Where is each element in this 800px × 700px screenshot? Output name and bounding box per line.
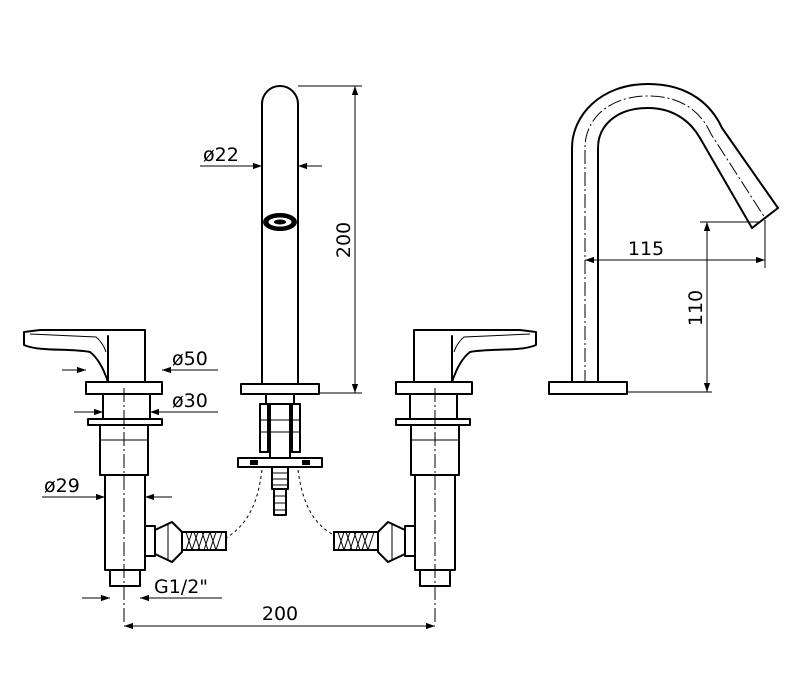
spout-front-view	[237, 85, 323, 516]
dim-handle-spacing-label: 200	[262, 603, 298, 625]
dim-spout-clearance-label: 110	[685, 290, 707, 326]
hose-right-path	[297, 469, 347, 541]
dim-spout-reach-label: 115	[628, 238, 664, 260]
dim-handle-stem-diameter-label: ø30	[172, 390, 208, 412]
right-valve	[333, 329, 537, 622]
dimension-lines	[42, 85, 766, 630]
spout-side-view	[548, 83, 779, 395]
dim-connection-thread-label: G1/2"	[154, 576, 208, 598]
dim-spout-height-label: 200	[333, 222, 355, 258]
dim-spout-diameter-label: ø22	[203, 144, 239, 166]
left-valve	[23, 329, 227, 622]
dim-body-diameter-label: ø29	[44, 475, 80, 497]
dim-handle-base-diameter-label: ø50	[172, 348, 208, 370]
